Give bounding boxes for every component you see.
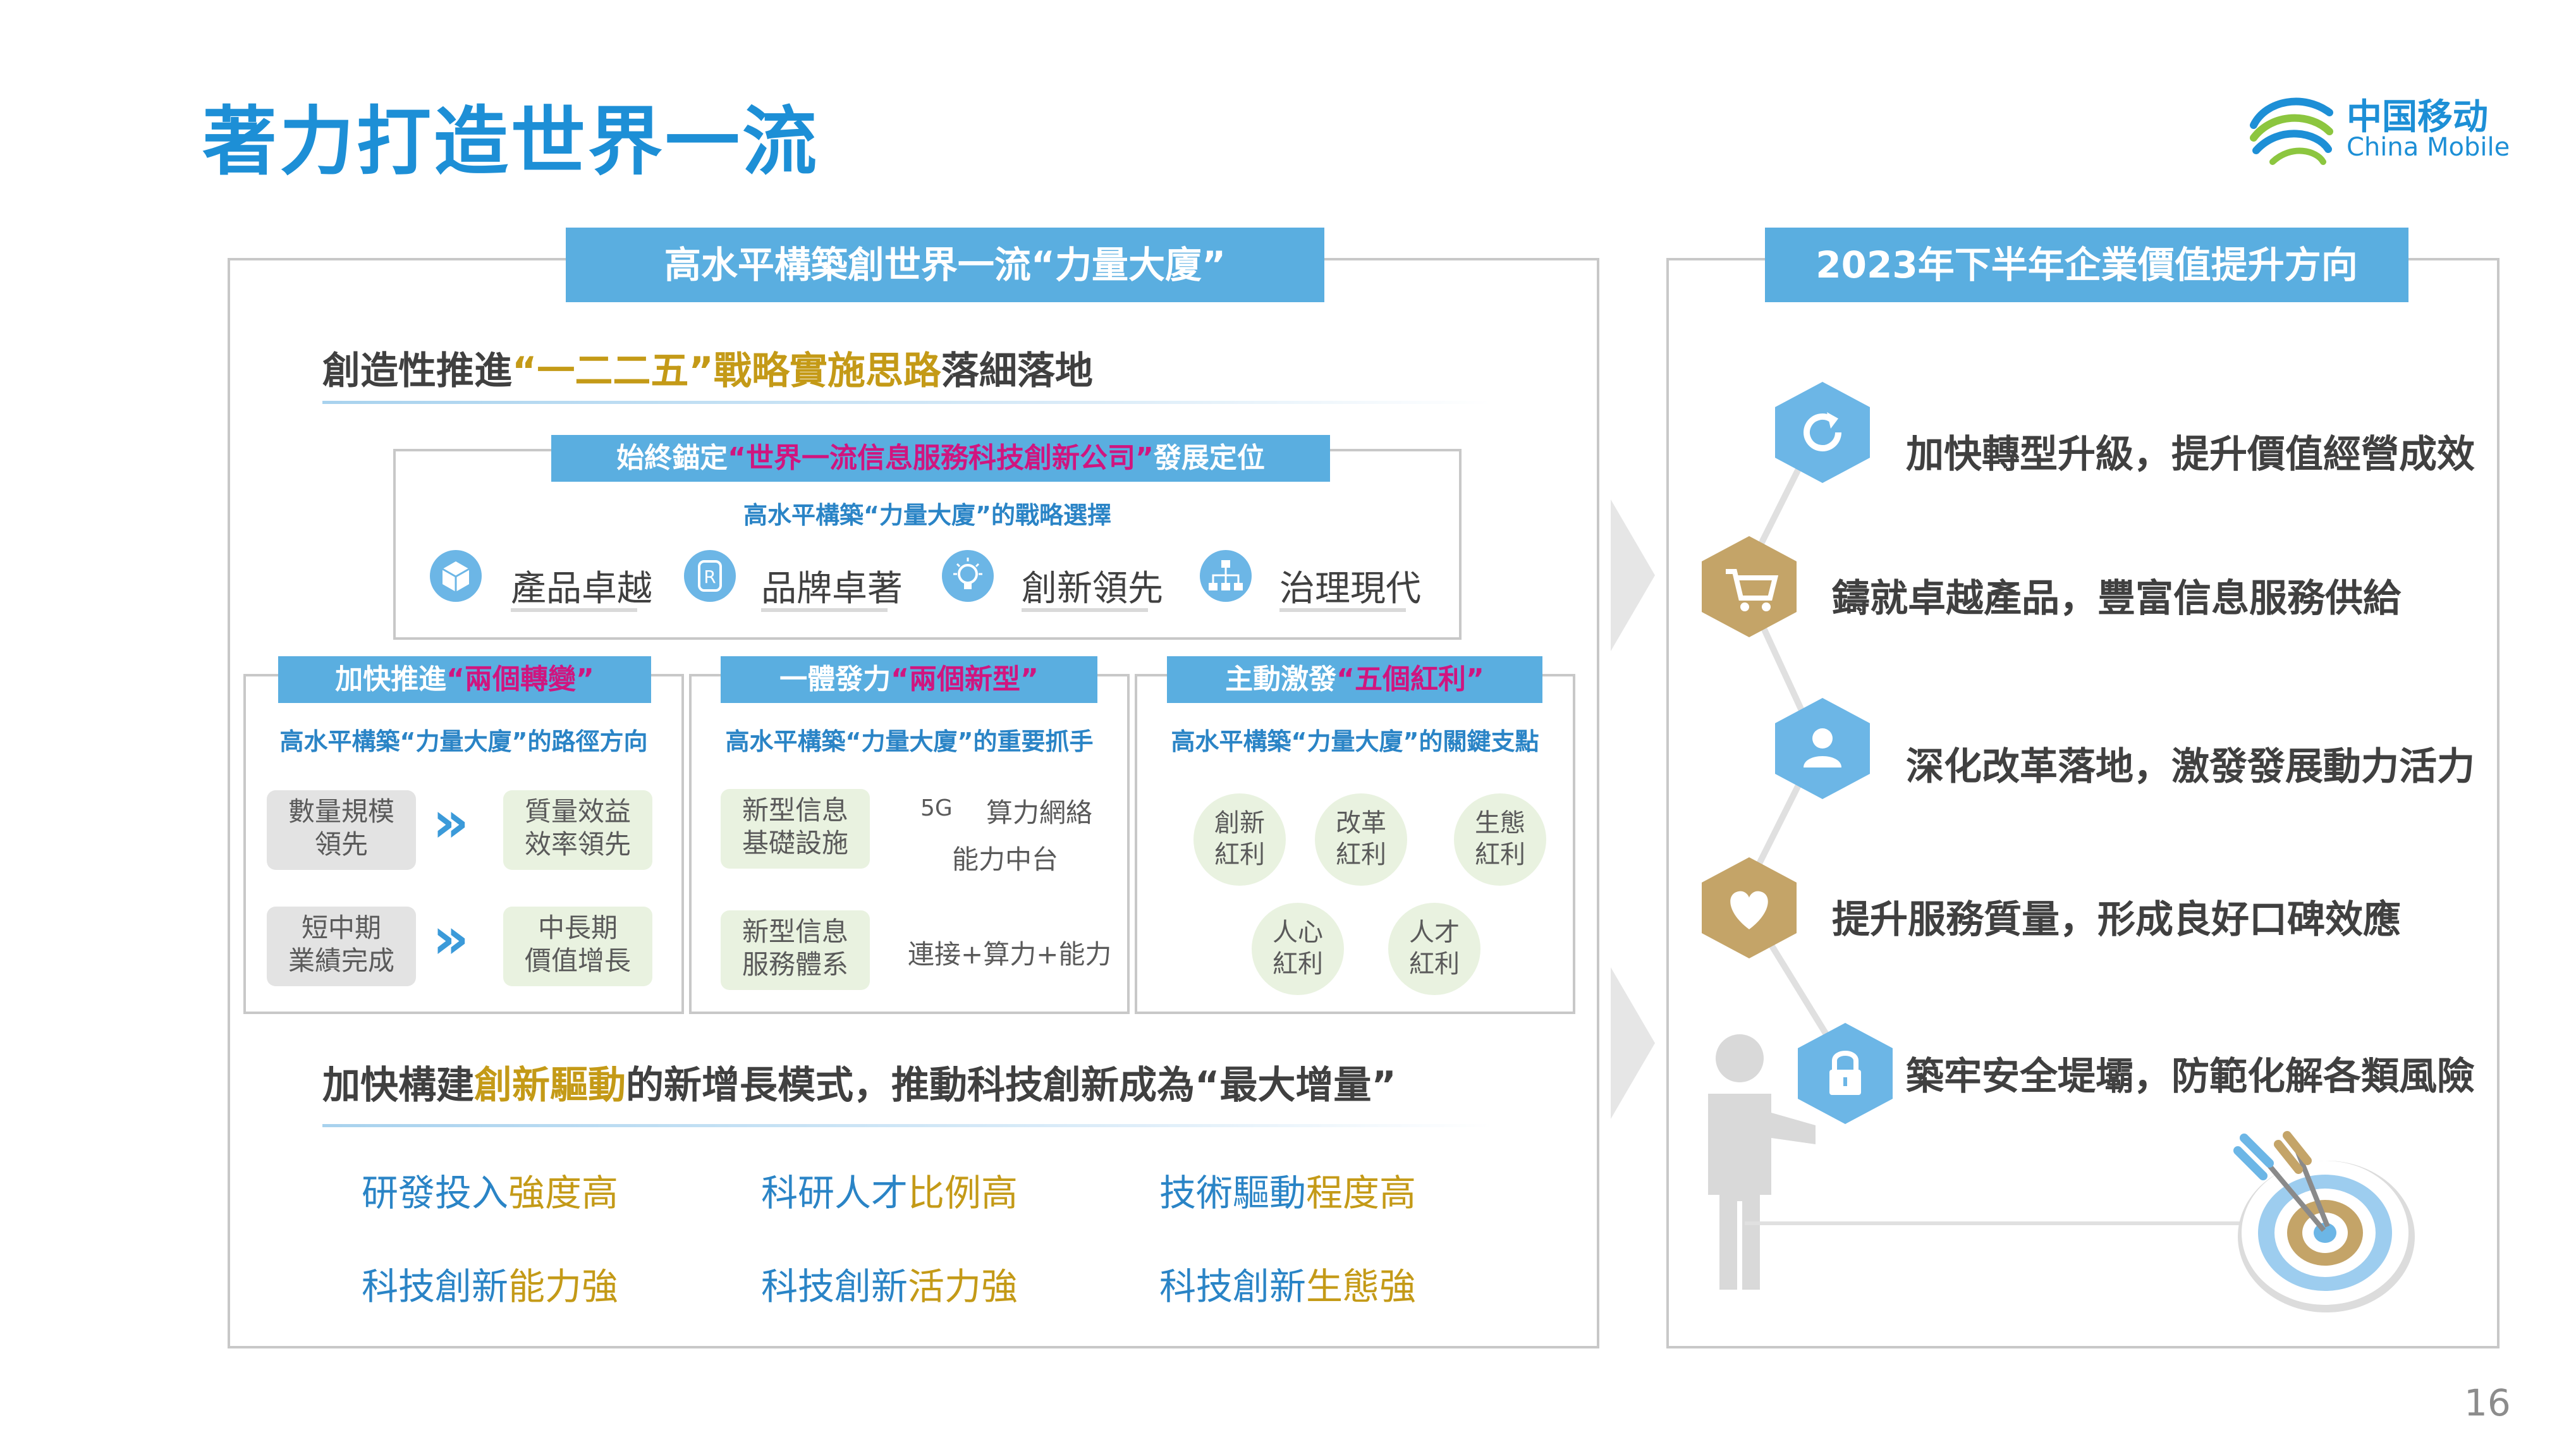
cube-icon xyxy=(430,550,482,602)
metric-item: 科研人才比例高 xyxy=(761,1171,1018,1214)
china-mobile-logo-icon xyxy=(2250,97,2333,165)
lightbulb-icon xyxy=(942,550,994,602)
arrow-right-icon xyxy=(1611,499,1655,651)
positioning-item-label: 治理現代 xyxy=(1279,568,1421,609)
dividend-circle: 生態紅利 xyxy=(1454,793,1546,886)
person-icon xyxy=(1775,698,1870,799)
cart-icon xyxy=(1702,536,1797,637)
text-compute-network: 算力網絡 xyxy=(986,797,1093,828)
metric-item: 科技創新活力強 xyxy=(761,1265,1018,1308)
metric-item: 技術驅動程度高 xyxy=(1159,1171,1417,1214)
heart-icon xyxy=(1702,857,1797,958)
dividend-circle: 改革紅利 xyxy=(1315,793,1407,886)
section1-divider xyxy=(322,401,1492,404)
box3-band: 主動激發“五個紅利” xyxy=(1167,656,1542,703)
metric-item: 科技創新生態強 xyxy=(1159,1265,1417,1308)
left-panel-header: 高水平構築創世界一流“力量大廈” xyxy=(566,228,1324,302)
svg-text:R: R xyxy=(704,566,716,587)
metric-item: 科技創新能力強 xyxy=(362,1265,619,1308)
dividend-circle: 人才紅利 xyxy=(1388,903,1480,995)
person-silhouette-icon xyxy=(1708,1034,1816,1290)
double-chevron-right-icon: » xyxy=(432,789,470,855)
target-icon xyxy=(2233,1131,2415,1312)
new-infrastructure-pill: 新型信息基礎設施 xyxy=(721,789,870,869)
transformation-from: 短中期業績完成 xyxy=(267,907,416,986)
box3-subtitle: 高水平構築“力量大廈”的關鍵支點 xyxy=(1171,728,1539,755)
dividend-circle: 人心紅利 xyxy=(1252,903,1344,995)
transformation-to: 質量效益效率領先 xyxy=(503,790,652,870)
positioning-item-underline xyxy=(761,608,888,612)
right-item-text: 加快轉型升級，提升價值經營成效 xyxy=(1906,432,2475,477)
positioning-subtitle: 高水平構築“力量大廈”的戰略選擇 xyxy=(743,501,1111,529)
section2-heading: 加快構建創新驅動的新增長模式，推動科技創新成為“最大增量” xyxy=(322,1063,1396,1108)
text-connect-compute-capability: 連接+算力+能力 xyxy=(908,939,1112,970)
org-chart-icon xyxy=(1200,550,1252,602)
right-item-text: 提升服務質量，形成良好口碑效應 xyxy=(1832,898,2401,942)
metric-item: 研發投入強度高 xyxy=(362,1171,619,1214)
right-item-text: 鑄就卓越產品，豐富信息服務供給 xyxy=(1832,577,2401,621)
box2-subtitle: 高水平構築“力量大廈”的重要抓手 xyxy=(725,728,1094,755)
logo-text-cn: 中国移动 xyxy=(2347,97,2488,138)
dividend-circle: 創新紅利 xyxy=(1193,793,1286,886)
positioning-item-label: 產品卓越 xyxy=(511,568,652,609)
page-number: 16 xyxy=(2464,1381,2511,1424)
box1-subtitle: 高水平構築“力量大廈”的路徑方向 xyxy=(279,728,648,755)
text-capability-platform: 能力中台 xyxy=(952,844,1059,875)
logo-text-en: China Mobile xyxy=(2347,133,2510,162)
right-item-text: 深化改革落地，激發發展動力活力 xyxy=(1906,745,2475,789)
page-title: 著力打造世界一流 xyxy=(202,98,820,185)
tag-5g: 5G xyxy=(920,795,953,821)
registered-icon: R xyxy=(684,550,736,602)
positioning-band: 始終錨定“世界一流信息服務科技創新公司”發展定位 xyxy=(551,435,1330,482)
section2-divider xyxy=(322,1124,1492,1127)
positioning-item-underline xyxy=(1022,608,1148,612)
arrow-right-icon xyxy=(1611,967,1655,1119)
right-panel-header: 2023年下半年企業價值提升方向 xyxy=(1765,228,2408,302)
section1-heading: 創造性推進“一二二五”戰略實施思路落細落地 xyxy=(322,349,1093,393)
new-service-system-pill: 新型信息服務體系 xyxy=(721,910,870,990)
rope-line xyxy=(1745,1221,2250,1225)
double-chevron-right-icon: » xyxy=(432,905,470,972)
box2-band: 一體發力“兩個新型” xyxy=(721,656,1097,703)
transformation-to: 中長期價值增長 xyxy=(503,907,652,986)
box1-band: 加快推進“兩個轉變” xyxy=(278,656,651,703)
positioning-item-label: 品牌卓著 xyxy=(761,568,903,609)
lock-icon xyxy=(1798,1023,1893,1124)
refresh-icon xyxy=(1775,382,1870,483)
transformation-from: 數量規模領先 xyxy=(267,790,416,870)
right-item-text: 築牢安全堤壩，防範化解各類風險 xyxy=(1906,1055,2475,1099)
positioning-item-underline xyxy=(1279,608,1406,612)
positioning-item-underline xyxy=(511,608,637,612)
positioning-item-label: 創新領先 xyxy=(1022,568,1163,609)
